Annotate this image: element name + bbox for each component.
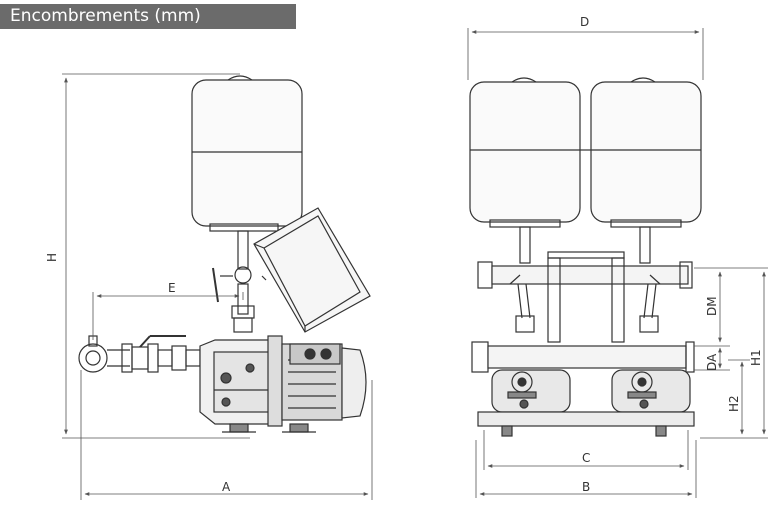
- side-inlet-assembly: [78, 335, 201, 373]
- dim-label-h: H: [45, 253, 59, 262]
- dim-label-h2: H2: [727, 395, 741, 412]
- front-pumps: [491, 369, 691, 413]
- front-risers: [519, 226, 651, 264]
- dim-label-e: E: [168, 281, 176, 295]
- front-frame-uprights: [547, 257, 625, 343]
- front-view: [469, 77, 702, 437]
- front-expansion-vessels: [469, 77, 702, 228]
- dim-label-b: B: [582, 480, 590, 494]
- side-motor: [281, 343, 367, 421]
- side-dimensions: [62, 73, 373, 500]
- dim-label-d: D: [580, 15, 589, 29]
- side-expansion-vessel: [191, 75, 303, 232]
- side-feet: [222, 423, 316, 433]
- side-riser-pipe: [212, 230, 255, 333]
- dim-label-dm: DM: [705, 296, 719, 316]
- front-delivery-pipes: [515, 283, 659, 333]
- front-lower-manifold: [471, 341, 695, 373]
- dim-label-da: DA: [705, 353, 719, 371]
- page-title: Encombrements (mm): [0, 4, 296, 29]
- side-pump-body: [199, 335, 283, 427]
- side-view: [78, 75, 371, 433]
- side-control-box: [253, 207, 371, 333]
- front-upper-manifold: [477, 251, 693, 289]
- dim-label-c: C: [582, 451, 590, 465]
- dim-label-a: A: [222, 480, 231, 494]
- front-dimensions: [467, 28, 768, 498]
- dim-label-h1: H1: [749, 349, 763, 366]
- front-base: [477, 411, 695, 437]
